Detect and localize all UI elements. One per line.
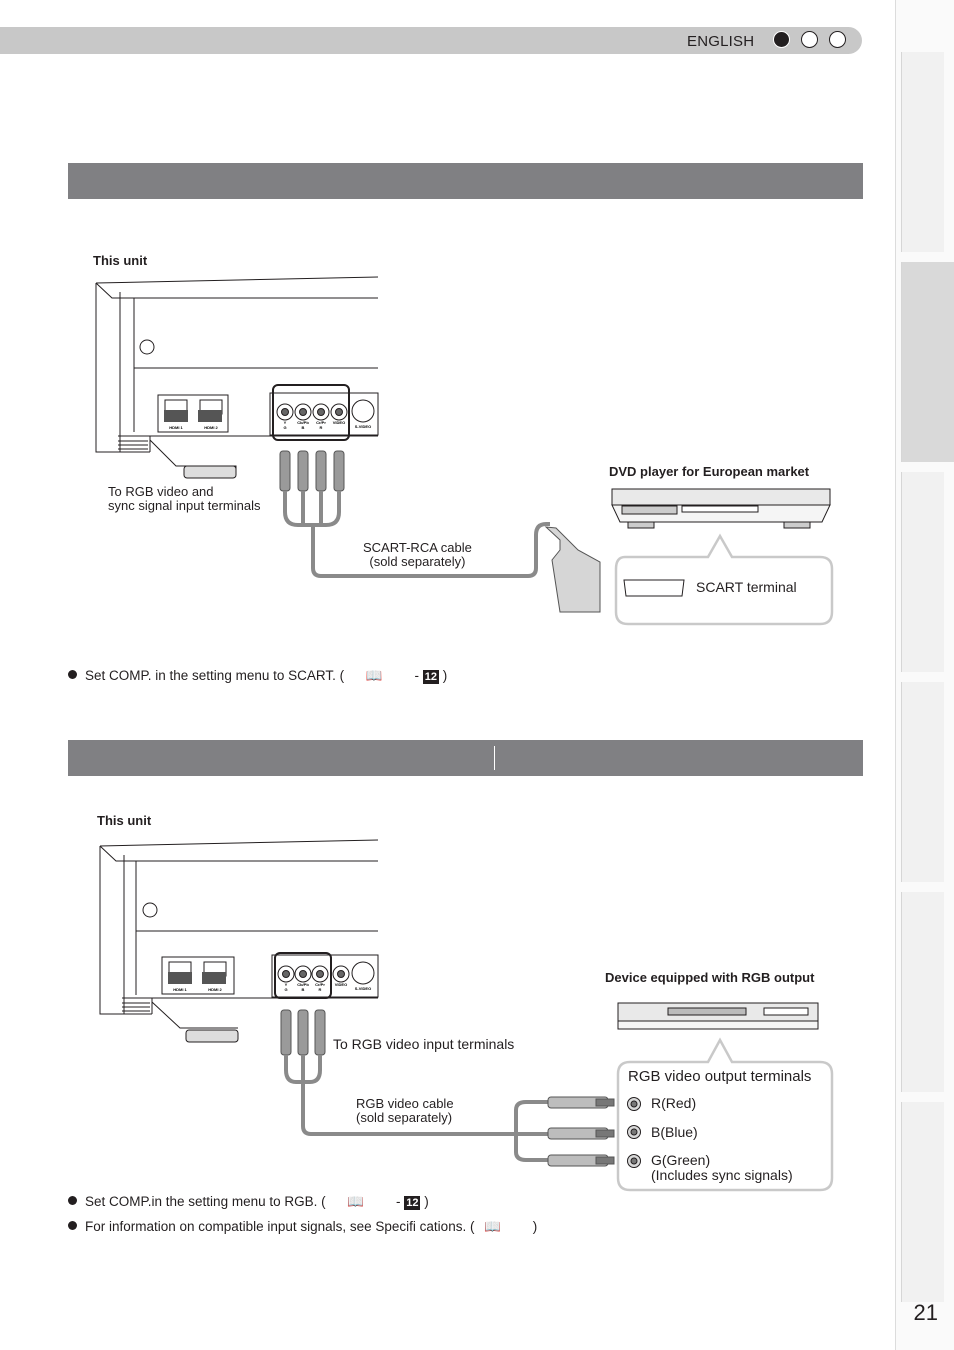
section2-this-unit-label: This unit xyxy=(97,813,152,828)
rgb-cable xyxy=(284,1055,548,1162)
side-tab-2-active xyxy=(901,262,954,462)
projector-body xyxy=(99,839,379,1043)
rca-jacks xyxy=(277,961,375,985)
page-badge: 12 xyxy=(404,1196,421,1210)
language-dot-empty xyxy=(801,31,818,48)
jack-sublabel: G xyxy=(283,425,286,430)
svideo-label: S-VIDEO xyxy=(355,424,371,429)
rgb-output-green: G(Green) (Includes sync signals) xyxy=(651,1152,793,1183)
rgb-output-red: R(Red) xyxy=(651,1095,697,1111)
language-dot-empty xyxy=(829,31,846,48)
section2-note-1: Set COMP.in the setting menu to RGB. ( 📖… xyxy=(68,1194,429,1210)
jack-label: Y xyxy=(285,982,288,987)
section1-this-unit-label: This unit xyxy=(93,253,148,268)
hdmi-ports xyxy=(157,394,229,433)
jack-sublabel: G xyxy=(284,987,287,992)
language-label: ENGLISH xyxy=(687,33,755,50)
section1-scart-terminal-label: SCART terminal xyxy=(696,579,797,595)
jack-sublabel: R xyxy=(319,987,322,992)
book-icon: 📖 xyxy=(484,1219,502,1234)
section1-note: Set COMP. in the setting menu to SCART. … xyxy=(68,668,447,684)
jack-label: VIDEO xyxy=(333,420,345,425)
section1-device-label: DVD player for European market xyxy=(609,464,810,479)
projector-vent xyxy=(118,440,148,450)
jack-sublabel: B xyxy=(302,987,305,992)
jack-label: Cr/Pr xyxy=(315,982,325,987)
section1-terminals-label: To RGB video and sync signal input termi… xyxy=(108,484,261,513)
side-tab-1 xyxy=(901,52,944,252)
side-tab-3 xyxy=(901,472,944,672)
section2-device-label: Device equipped with RGB output xyxy=(605,970,815,985)
rca-plugs xyxy=(280,1009,326,1056)
component-input-highlight xyxy=(272,384,350,441)
hdmi1-label: HDMI 1 xyxy=(173,987,187,992)
hdmi1-label: HDMI 1 xyxy=(169,425,183,430)
rgb-output-callout xyxy=(616,1037,834,1192)
rgb-output-title: RGB video output terminals xyxy=(628,1068,812,1085)
hdmi2-label: HDMI 2 xyxy=(208,987,222,992)
page-badge: 12 xyxy=(422,670,439,684)
section2-note-2: For information on compatible input sign… xyxy=(68,1219,537,1235)
jack-label: Cb/Pb xyxy=(297,420,309,425)
jack-label: VIDEO xyxy=(335,982,347,987)
hdmi-ports xyxy=(161,956,235,995)
rgb-plugs xyxy=(547,1096,615,1167)
jack-label: Y xyxy=(284,420,287,425)
jack-sublabel: R xyxy=(320,425,323,430)
jack-label: Cb/Pb xyxy=(297,982,309,987)
side-tab-6 xyxy=(901,1102,944,1302)
section1-diagram: HDMI 1 HDMI 2 YG Cb/PbB Cr/PrR VIDEO S-VIDEO xyxy=(95,276,834,626)
rgb-device xyxy=(617,1002,819,1030)
side-tab-4 xyxy=(901,682,944,882)
jack-sublabel: B xyxy=(302,425,305,430)
scart-cable xyxy=(283,491,550,578)
svideo-label: S-VIDEO xyxy=(355,986,371,991)
component-input-highlight xyxy=(274,952,332,999)
scart-plug xyxy=(544,526,601,613)
dvd-player xyxy=(611,488,831,529)
scart-callout xyxy=(614,533,834,626)
book-icon: 📖 xyxy=(347,1194,365,1209)
section2-diagram: HDMI 1 HDMI 2 YG Cb/PbB Cr/PrR VIDEO S-VIDEO xyxy=(99,839,834,1192)
bullet-icon xyxy=(68,670,77,679)
bullet-icon xyxy=(68,1221,77,1230)
section2-terminals-label: To RGB video input terminals xyxy=(333,1036,515,1052)
page-number: 21 xyxy=(913,1300,938,1325)
jack-label: Cr/Pr xyxy=(316,420,326,425)
rgb-output-jacks xyxy=(627,1097,641,1168)
side-tab-5 xyxy=(901,892,944,1092)
section1-cable-label: SCART-RCA cable (sold separately) xyxy=(363,540,472,569)
hdmi2-label: HDMI 2 xyxy=(204,425,218,430)
section2-title-bar xyxy=(68,740,863,776)
bullet-icon xyxy=(68,1196,77,1205)
rgb-output-blue: B(Blue) xyxy=(651,1124,698,1140)
section1-title-bar xyxy=(68,163,863,199)
book-icon: 📖 xyxy=(365,668,383,683)
rca-plugs xyxy=(279,450,345,492)
section2-title-divider xyxy=(494,746,495,770)
language-bar xyxy=(0,27,862,54)
section2-cable-label: RGB video cable (sold separately) xyxy=(356,1096,454,1125)
scart-terminal-icon xyxy=(623,579,685,597)
rca-jacks xyxy=(276,399,375,423)
language-dot-filled xyxy=(773,31,790,48)
projector-body xyxy=(95,276,379,479)
